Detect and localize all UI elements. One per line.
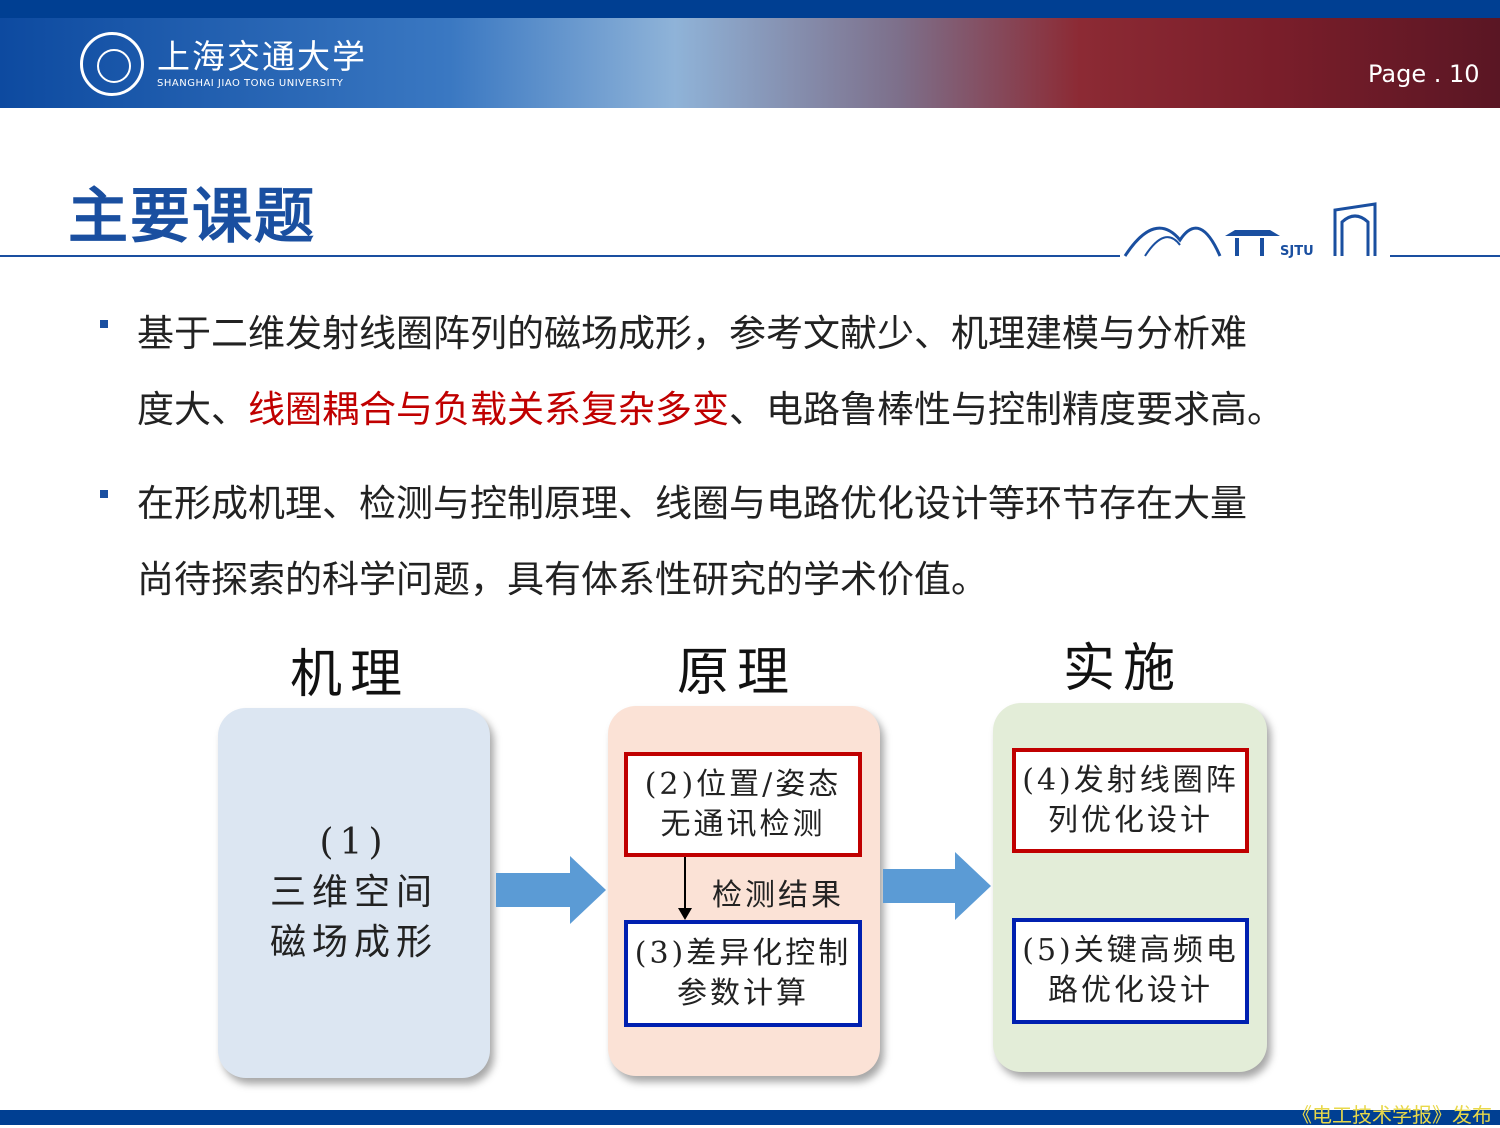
box5-line: (5)关键高频电 — [1022, 933, 1239, 968]
header-banner — [0, 18, 1500, 108]
watermark: 《电工技术学报》发布 — [1292, 1103, 1492, 1127]
skyline-label: SJTU — [1280, 244, 1314, 258]
heading-implementation: 实施 — [1062, 639, 1183, 699]
bullet-icon — [100, 490, 108, 498]
bullet-2-line-1: 在形成机理、检测与控制原理、线圈与电路优化设计等环节存在大量 — [137, 482, 1247, 525]
mechanism-panel: (1) 三维空间 磁场成形 — [218, 708, 490, 1078]
box1-line: 磁场成形 — [269, 922, 438, 963]
result-arrow-line — [684, 857, 686, 912]
page-number: Page . 10 — [1368, 60, 1480, 88]
university-name-en: SHANGHAI JIAO TONG UNIVERSITY — [157, 78, 344, 89]
box2-line: 无通讯检测 — [660, 806, 826, 842]
slide-title: 主要课题 — [68, 182, 316, 252]
box1-line: (1) — [319, 822, 389, 863]
title-divider — [0, 255, 1500, 257]
circuit-design-box: (5)关键高频电路优化设计 — [1012, 918, 1249, 1024]
heading-principle: 原理 — [676, 643, 797, 703]
box3-line: 参数计算 — [677, 975, 809, 1011]
bullet-1-line-1: 基于二维发射线圈阵列的磁场成形，参考文献少、机理建模与分析难 — [137, 312, 1247, 355]
result-arrow-head-icon — [678, 908, 692, 920]
university-seal-logo — [80, 32, 144, 96]
box5-line: 路优化设计 — [1048, 973, 1213, 1008]
flow-arrow-right-icon — [883, 852, 991, 920]
box4-line: 列优化设计 — [1048, 802, 1213, 838]
flow-arrow-right-icon — [496, 856, 606, 924]
university-name-cn: 上海交通大学 — [157, 37, 367, 76]
box3-line: (3)差异化控制 — [634, 935, 852, 971]
top-band — [0, 0, 1500, 18]
bullet-icon — [100, 320, 108, 328]
bullet-1-line-2: 度大、线圈耦合与负载关系复杂多变、电路鲁棒性与控制精度要求高。 — [137, 379, 1284, 433]
bullet-2-line-2: 尚待探索的科学问题，具有体系性研究的学术价值。 — [137, 558, 988, 601]
box1-line: 三维空间 — [269, 872, 438, 913]
box4-line: (4)发射线圈阵 — [1022, 762, 1239, 798]
highlight-text: 线圈耦合与负载关系复杂多变 — [248, 388, 729, 431]
heading-mechanism: 机理 — [289, 645, 410, 705]
text-segment: 度大、 — [137, 388, 248, 431]
text-segment: 、电路鲁棒性与控制精度要求高。 — [729, 388, 1284, 431]
footer-band — [0, 1110, 1500, 1125]
detection-box: (2)位置/姿态无通讯检测 — [624, 752, 862, 857]
campus-skyline-icon: SJTU — [1120, 202, 1390, 258]
arrow-label: 检测结果 — [712, 878, 844, 913]
control-box: (3)差异化控制参数计算 — [624, 920, 862, 1027]
box2-line: (2)位置/姿态 — [644, 766, 842, 802]
coil-design-box: (4)发射线圈阵列优化设计 — [1012, 748, 1249, 853]
